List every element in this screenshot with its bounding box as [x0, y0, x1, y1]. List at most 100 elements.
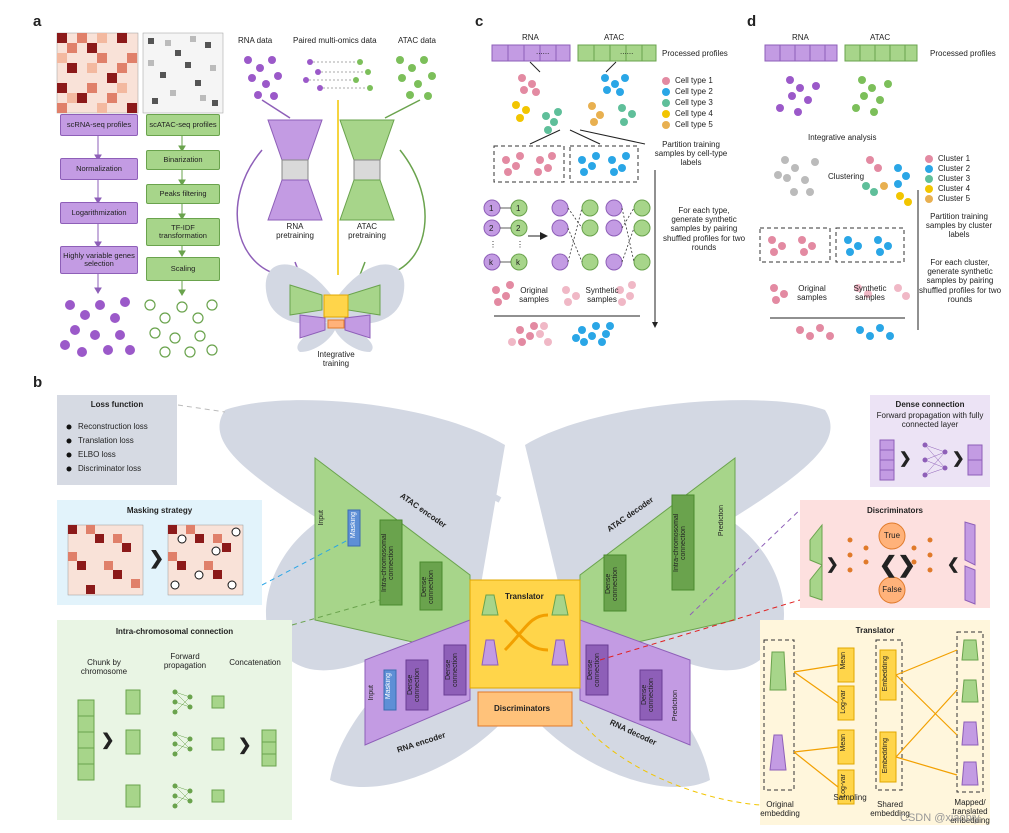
atac-cells — [144, 299, 218, 358]
d-partition — [759, 190, 919, 340]
intra-step-concat: Concatenation — [229, 658, 281, 667]
d-clusters — [774, 76, 912, 206]
d-partition-text: Partition training samples by cluster la… — [925, 212, 993, 240]
intra-diagram — [77, 689, 277, 809]
c-atac-label: ATAC — [604, 33, 625, 42]
panel-c-letter: c — [475, 13, 484, 30]
d-clustering-label: Clustering — [828, 172, 865, 181]
c-partition — [493, 129, 646, 183]
intra-step-forward: Forward propagation — [163, 652, 207, 671]
disc-arrow-icon-2: ❮ — [947, 556, 960, 573]
trans-mapped-label: Mapped/ translated embedding — [950, 798, 990, 826]
panel-a-letter: a — [33, 13, 42, 30]
disc-true-label: True — [883, 531, 901, 540]
paired-data-cells — [303, 59, 373, 91]
d-legend-4: Cluster 4 — [938, 184, 971, 193]
dense-block-atac-enc — [419, 561, 443, 611]
c-node-k: k — [489, 258, 493, 267]
masking-block-rna — [383, 669, 397, 711]
c-legend-4: Cell type 4 — [675, 109, 713, 118]
d-atac-label: ATAC — [870, 33, 891, 42]
c-node-vdots: ⋮ — [489, 240, 497, 249]
rna-heatmap — [56, 32, 139, 114]
d-legend-dots — [925, 155, 933, 203]
c-legend-5: Cell type 5 — [675, 120, 713, 129]
atac-data-cells — [396, 56, 436, 100]
loss-item-3: ELBO loss — [78, 450, 116, 459]
small-butterfly — [265, 264, 405, 352]
d-rna-label: RNA — [792, 33, 809, 42]
c-atac-dots: ...... — [620, 47, 634, 56]
rna-prediction-label: Prediction — [672, 690, 679, 722]
rna-input-label: Input — [368, 685, 375, 701]
loss-bullets — [66, 424, 72, 472]
loss-item-1: Reconstruction loss — [78, 422, 148, 431]
intra-block-dec — [671, 494, 695, 591]
atac-step-tfidf: TF-IDF transformation — [146, 218, 220, 246]
c-synthetic-label: Synthetic samples — [585, 286, 619, 305]
disc-title: Discriminators — [866, 506, 924, 515]
atac-autoencoder — [339, 119, 395, 221]
atac-intra-label: Intra-chromosomal connection — [381, 533, 395, 593]
atac-step-scaling: Scaling — [146, 257, 220, 281]
translator-info-bg — [760, 620, 990, 825]
rna-step-hvg: Highly variable genes selection — [60, 246, 138, 274]
loss-item-2: Translation loss — [78, 436, 134, 445]
d-profile-bars — [764, 44, 918, 62]
atac-dec-dense-label: Dense connection — [605, 567, 619, 601]
c-node-1: 1 — [489, 204, 494, 213]
watermark: CSDN @xiaobiy — [900, 812, 980, 824]
atac-input-label: Input — [318, 510, 325, 526]
atac-step-binarization: Binarization — [146, 150, 220, 170]
masking-arrow-icon: ❯ — [149, 548, 165, 568]
discriminators-box-shape — [477, 691, 573, 727]
rna-dec-dense-label-1: Dense connection — [587, 653, 601, 687]
rna-pretrain-label: RNA pretraining — [276, 222, 314, 241]
translator-info-title: Translator — [855, 626, 895, 635]
disc-arrow-icon-1: ❯ — [826, 556, 839, 573]
c-legend-2: Cell type 2 — [675, 87, 713, 96]
translator-label: Translator — [505, 592, 544, 601]
translator-diagram — [763, 631, 984, 805]
intra-title: Intra-chromosomal connection — [115, 627, 234, 636]
translator-info-box: Translator — [760, 626, 990, 635]
d-original-label: Original samples — [797, 284, 827, 303]
atac-prediction-label: Prediction — [718, 505, 725, 537]
c-node-2b: 2 — [516, 224, 521, 233]
d-legend-1: Cluster 1 — [938, 154, 971, 163]
rna-step-profiles: scRNA-seq profiles — [60, 114, 138, 136]
trans-mean-1: Mean — [840, 652, 847, 670]
pretrain-arrows — [236, 99, 426, 276]
atac-masking-label: Masking — [350, 512, 357, 539]
connector-lines — [177, 404, 806, 806]
c-node-vdots-b: ⋮ — [516, 240, 524, 249]
atac-dec-intra-label: Intra-chromosomal connection — [673, 513, 687, 573]
d-legend-2: Cluster 2 — [938, 164, 971, 173]
dense-block-atac-dec — [603, 554, 627, 612]
intra-step-chunk: Chunk by chromosome — [80, 658, 128, 677]
rna-masking-label: Masking — [385, 673, 392, 700]
c-node-1b: 1 — [516, 204, 521, 213]
c-rna-dots: ...... — [536, 47, 550, 56]
d-legend-5: Cluster 5 — [938, 194, 971, 203]
translator-inner — [481, 594, 569, 666]
dense-title: Dense connection — [895, 400, 965, 409]
rna-data-label: RNA data — [238, 36, 273, 45]
trans-embedding-2: Embedding — [882, 738, 889, 774]
rna-dec-dense-label-2: Dense connection — [641, 678, 655, 712]
intra-arrow-icon-1: ❯ — [101, 732, 115, 749]
c-node-graph — [483, 199, 651, 271]
atac-step-peaks: Peaks filtering — [146, 184, 220, 204]
atac-data-label: ATAC data — [398, 36, 436, 45]
c-processed-label: Processed profiles — [662, 49, 728, 58]
dense-arrow-icon-1: ❯ — [899, 450, 912, 467]
c-legend-dots — [662, 77, 670, 129]
rna-step-arrows — [94, 134, 102, 294]
masking-heatmaps — [67, 524, 244, 596]
c-node-2: 2 — [489, 224, 494, 233]
masking-strategy-title: Masking strategy — [126, 506, 193, 515]
d-synthetic-label: Synthetic samples — [853, 284, 887, 303]
c-partition-text: Partition training samples by cell-type … — [654, 140, 728, 168]
c-node-kb: k — [516, 258, 520, 267]
